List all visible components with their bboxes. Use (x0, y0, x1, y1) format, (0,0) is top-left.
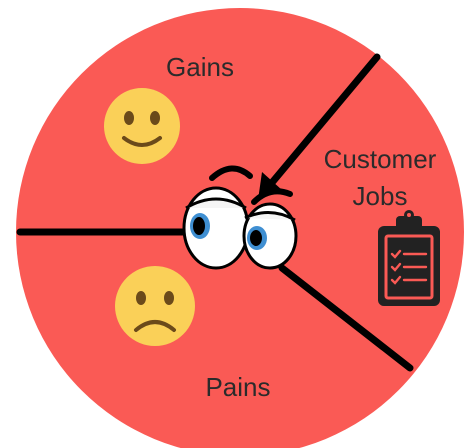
sad-face-icon (115, 266, 195, 346)
customer-jobs-label-line2: Jobs (353, 181, 408, 211)
happy-face-icon (104, 88, 180, 164)
customer-jobs-label-line1: Customer (324, 144, 437, 174)
clipboard-checklist-icon (378, 210, 440, 306)
gains-label: Gains (166, 52, 234, 82)
suspicious-eyes-icon (182, 165, 298, 270)
pains-label: Pains (205, 372, 270, 402)
divider-top-right (266, 53, 381, 189)
divider-bottom-right (278, 264, 414, 372)
